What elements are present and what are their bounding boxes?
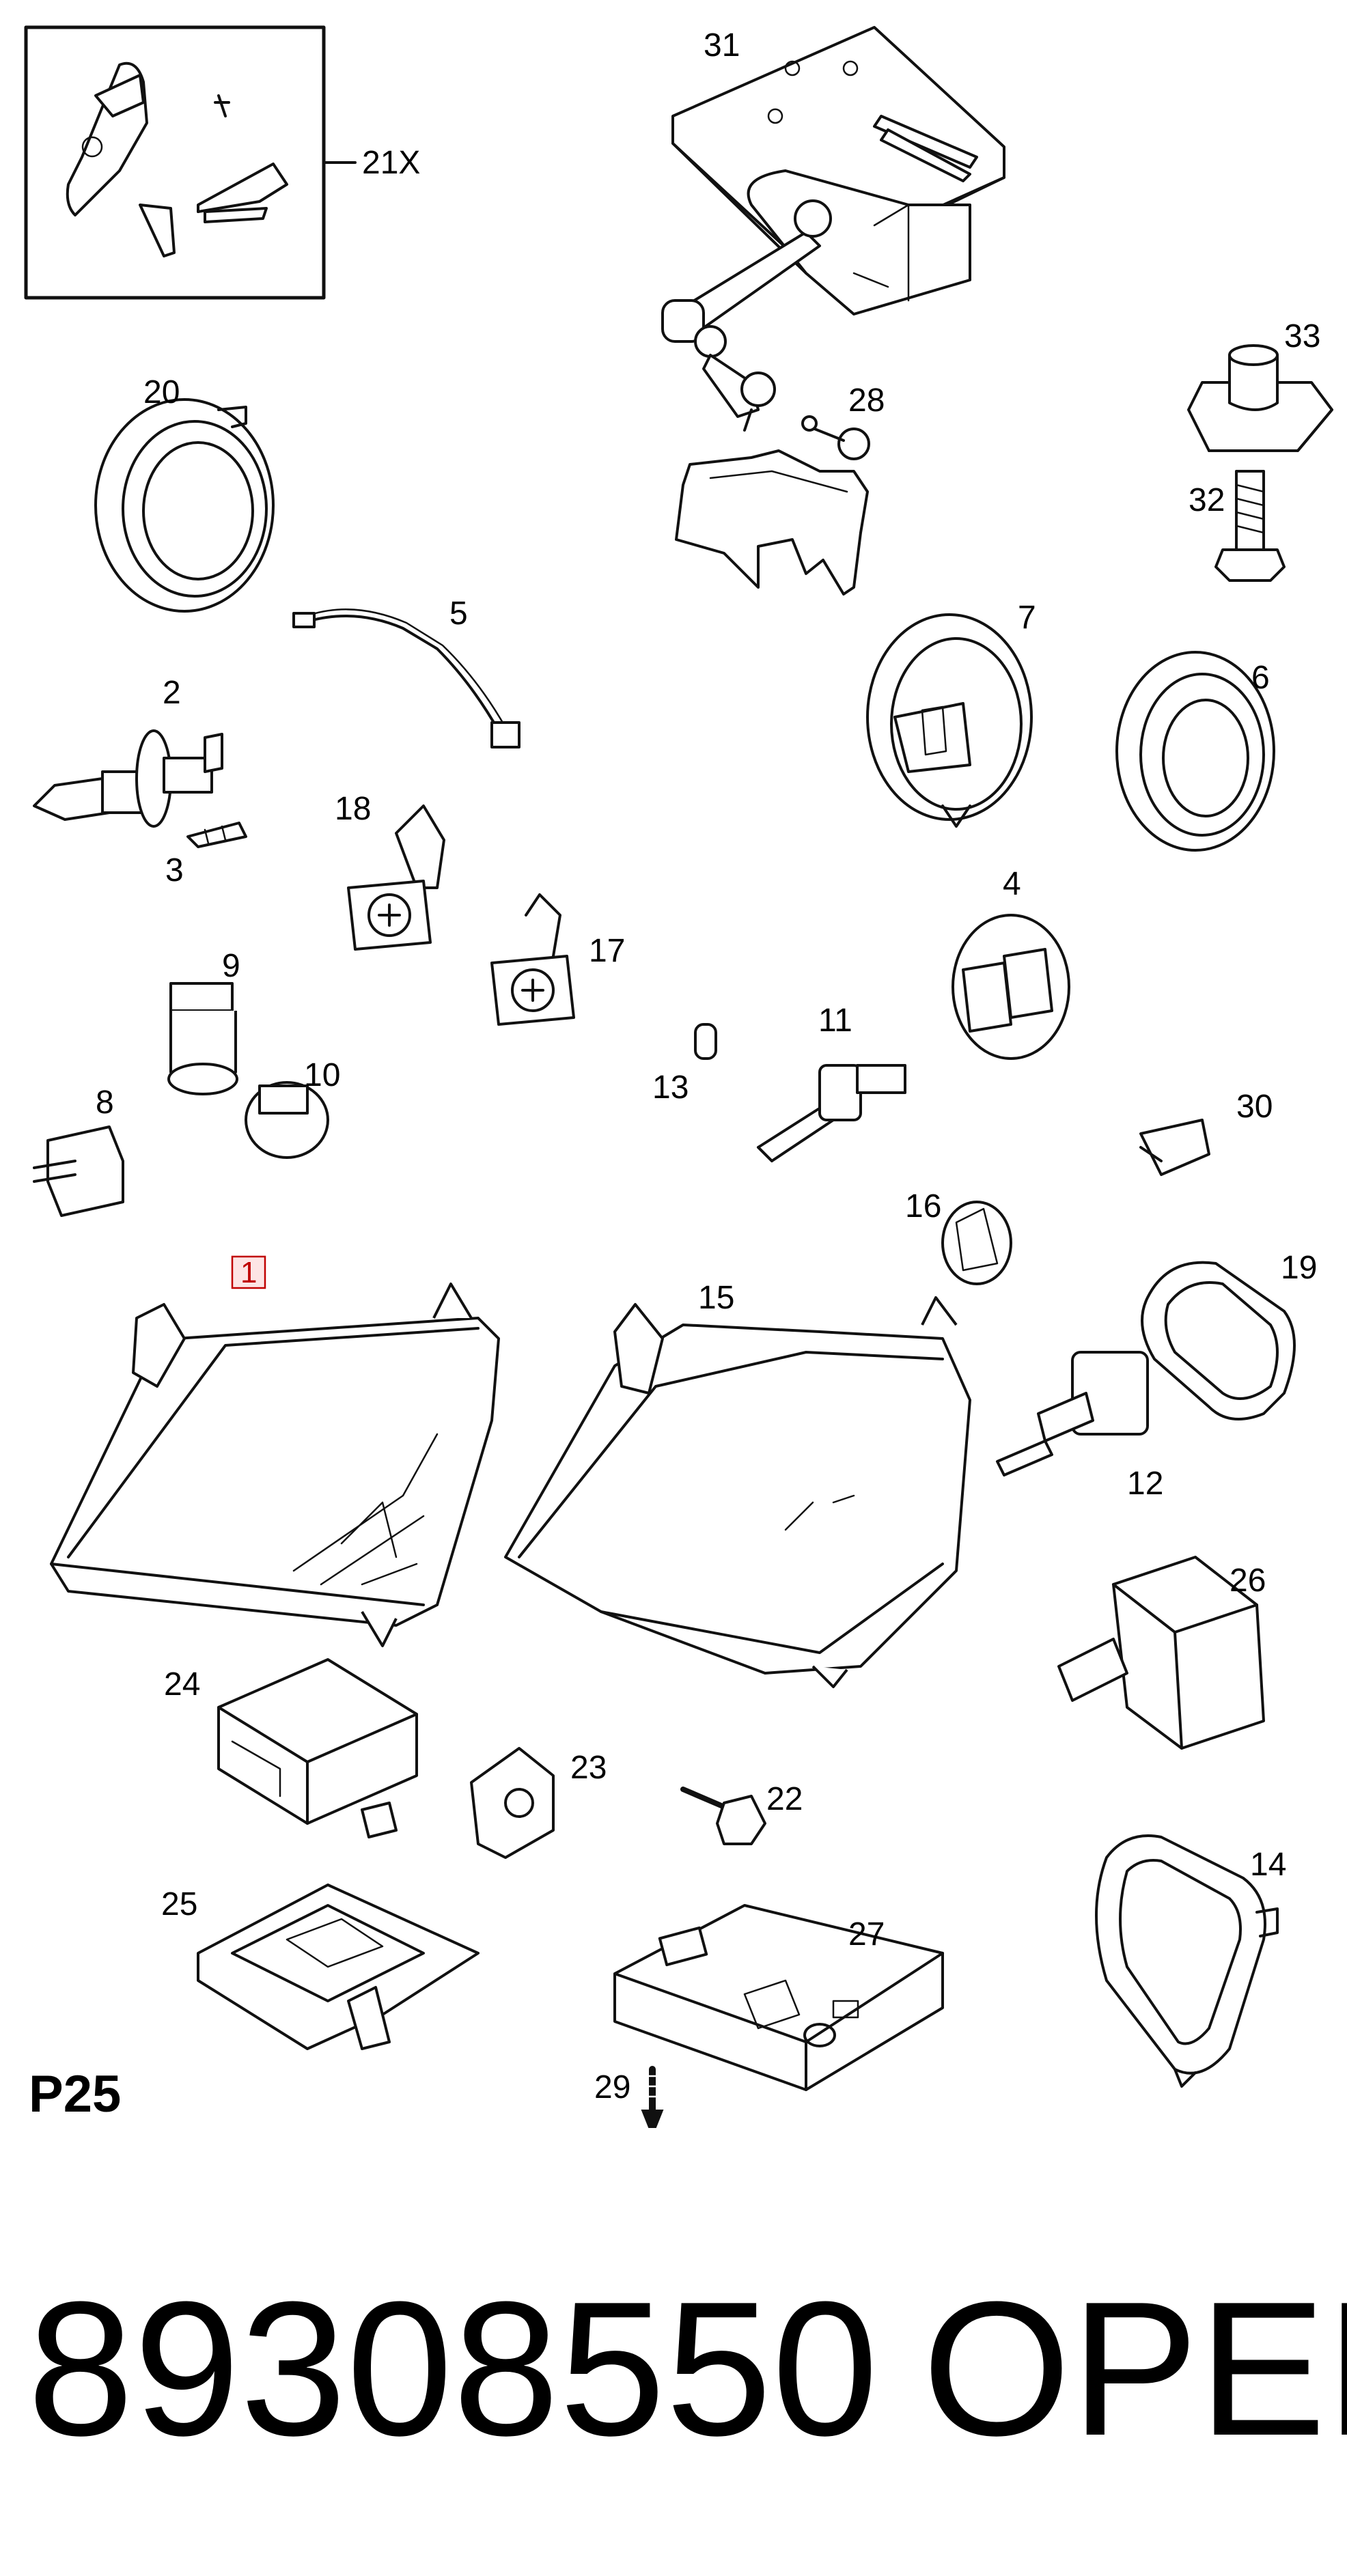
part-10-bulb[interactable] — [245, 1081, 329, 1159]
callout-27: 27 — [848, 1916, 885, 1952]
callout-33: 33 — [1284, 318, 1320, 354]
callout-11: 11 — [818, 1003, 852, 1039]
callout-13: 13 — [652, 1069, 689, 1106]
callout-28: 28 — [848, 382, 885, 419]
callout-12: 12 — [1127, 1466, 1163, 1502]
callout-21x: 21X — [362, 145, 420, 181]
callout-7: 7 — [1018, 600, 1036, 636]
part-5-wire[interactable] — [292, 608, 520, 748]
part-20-ring[interactable] — [94, 398, 275, 613]
callout-5: 5 — [449, 596, 468, 632]
callout-22: 22 — [766, 1781, 803, 1817]
part-32-bolt[interactable] — [1214, 470, 1286, 582]
callout-8: 8 — [96, 1084, 114, 1121]
part-26-leveling-motor[interactable] — [1057, 1556, 1265, 1750]
part-19-gasket[interactable] — [1141, 1261, 1296, 1420]
callout-6: 6 — [1251, 660, 1270, 696]
part-21x-kit[interactable] — [24, 25, 357, 300]
part-24-control-module[interactable] — [217, 1658, 418, 1838]
part-17-holder[interactable] — [490, 893, 575, 1026]
part-2-bulb[interactable] — [33, 729, 223, 828]
callout-29: 29 — [594, 2069, 630, 2105]
part-25-bracket[interactable] — [197, 1884, 480, 2050]
highlight-box-part-1 — [231, 1255, 266, 1289]
part-22-screw[interactable] — [680, 1787, 766, 1845]
part-8-connector[interactable] — [33, 1125, 124, 1217]
part-13-bulb[interactable] — [694, 1023, 717, 1060]
callout-1[interactable]: 1 — [240, 1256, 257, 1289]
part-23-nut-clip[interactable] — [470, 1747, 555, 1859]
callout-19: 19 — [1281, 1250, 1317, 1286]
part-3-clip[interactable] — [186, 822, 247, 848]
callout-23: 23 — [570, 1750, 607, 1786]
callout-16: 16 — [905, 1188, 941, 1224]
callout-9: 9 — [222, 948, 240, 984]
callout-17: 17 — [589, 933, 625, 969]
callout-31: 31 — [704, 27, 740, 64]
part-9-socket[interactable] — [167, 982, 238, 1095]
part-30-bulb[interactable] — [1139, 1119, 1210, 1176]
part-7-socket[interactable] — [866, 613, 1033, 828]
part-28-clip[interactable] — [675, 415, 870, 596]
page-code: P25 — [29, 2065, 121, 2123]
part-15-headlamp-right[interactable] — [504, 1296, 971, 1688]
part-number: 89308550 — [27, 2263, 878, 2476]
part-12-xenon-bulb[interactable] — [996, 1351, 1149, 1476]
part-1-headlamp-left[interactable] — [50, 1283, 500, 1647]
part-14-gasket[interactable] — [1095, 1834, 1279, 2088]
callout-26: 26 — [1230, 1563, 1266, 1599]
callout-15: 15 — [698, 1280, 734, 1316]
part-4-socket[interactable] — [952, 914, 1070, 1060]
callout-14: 14 — [1250, 1847, 1286, 1883]
callout-10: 10 — [304, 1057, 340, 1093]
part-31-bracket[interactable] — [661, 26, 1005, 432]
callout-20: 20 — [143, 374, 180, 410]
callout-25: 25 — [161, 1886, 197, 1922]
callout-32: 32 — [1189, 482, 1225, 518]
callout-4: 4 — [1003, 866, 1021, 902]
part-33-nut[interactable] — [1187, 344, 1333, 452]
brand-name: OPEL — [922, 2263, 1347, 2476]
callout-2: 2 — [163, 675, 181, 711]
part-18-holder[interactable] — [347, 804, 445, 951]
part-6-ring[interactable] — [1115, 651, 1275, 852]
part-11-bulb[interactable] — [757, 1064, 906, 1162]
part-16-socket[interactable] — [941, 1201, 1012, 1285]
callout-30: 30 — [1236, 1089, 1273, 1125]
callout-18: 18 — [335, 791, 371, 827]
callout-24: 24 — [164, 1666, 200, 1703]
part-29-screw[interactable] — [641, 2066, 664, 2128]
part-27-ballast-unit[interactable] — [613, 1904, 944, 2091]
callout-3: 3 — [165, 852, 184, 888]
